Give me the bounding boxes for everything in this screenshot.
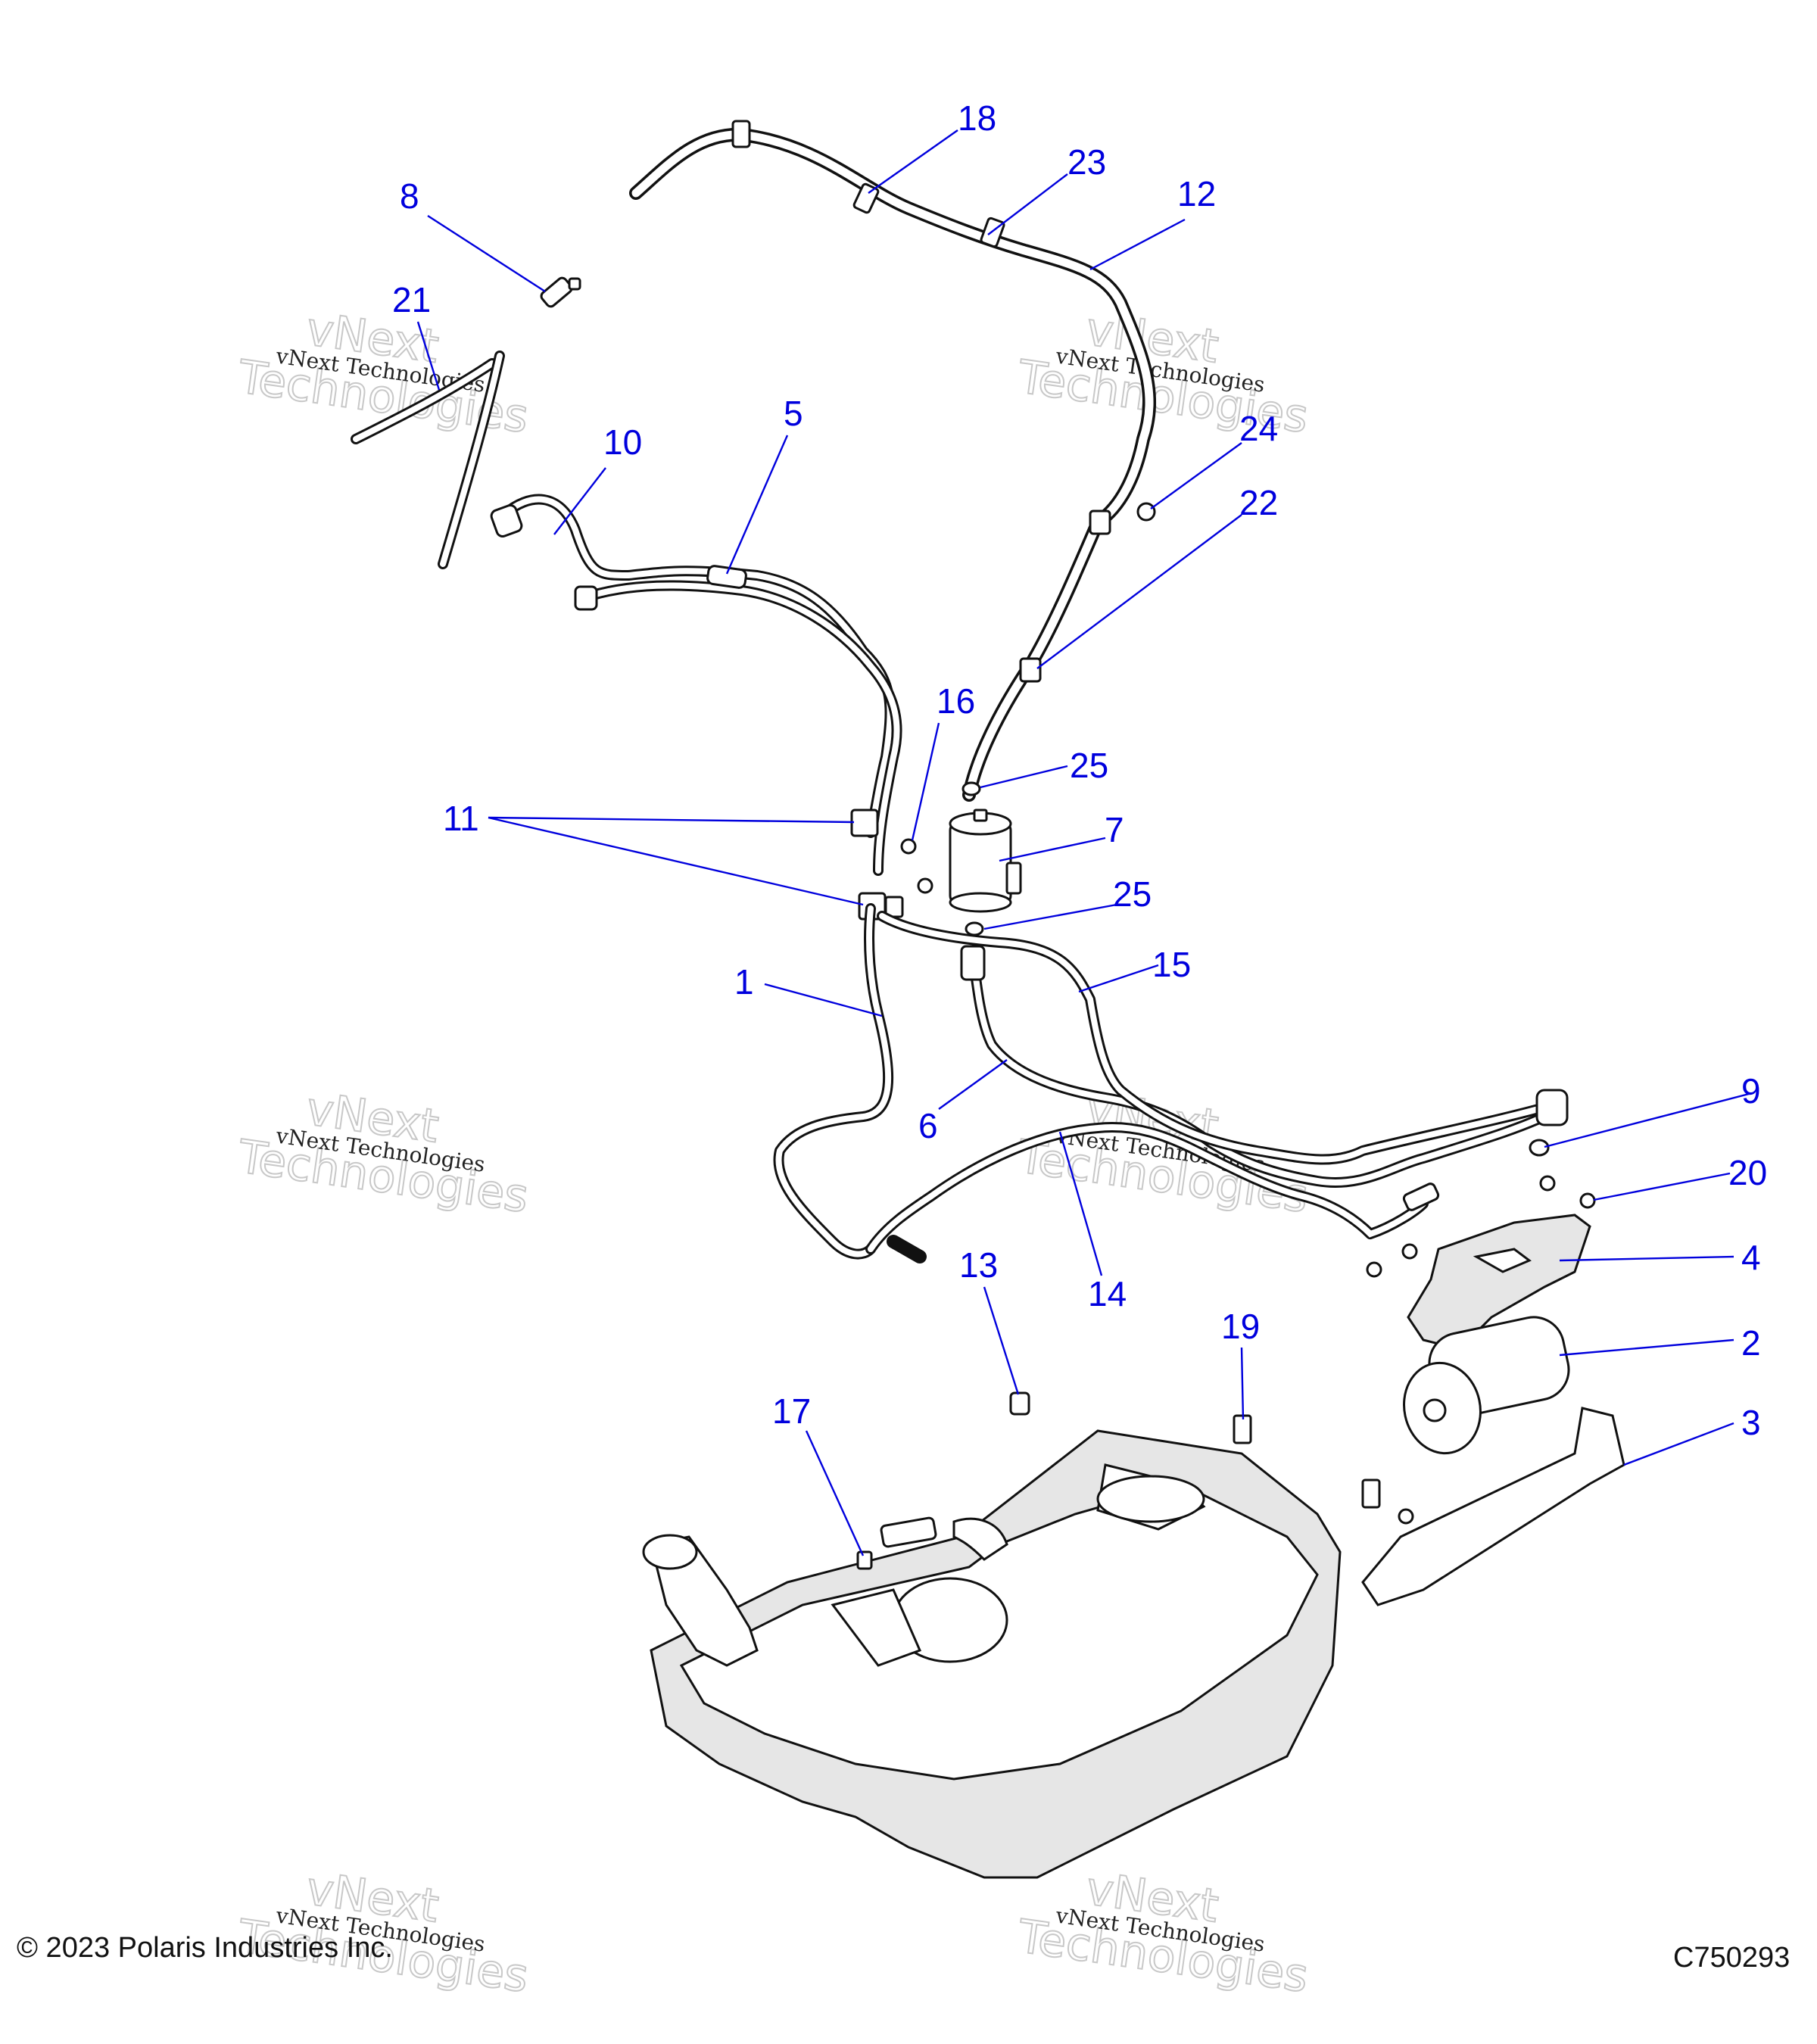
leader-line-6 bbox=[938, 1059, 1008, 1110]
filler-neck bbox=[642, 1534, 759, 1667]
connector-8 bbox=[540, 276, 581, 308]
leader-line-9 bbox=[1544, 1092, 1750, 1148]
leader-line-15 bbox=[1078, 964, 1159, 993]
leader-line-24 bbox=[1150, 442, 1242, 509]
vent-tube-21 bbox=[351, 351, 505, 569]
callout-23: 23 bbox=[1067, 142, 1106, 182]
leader-lines bbox=[416, 129, 1750, 1556]
hose-clamp-22 bbox=[1019, 657, 1042, 683]
leader-line-17 bbox=[805, 1430, 865, 1556]
leader-line-23 bbox=[987, 173, 1068, 235]
leader-line-7 bbox=[999, 837, 1106, 862]
clamp-17 bbox=[856, 1550, 873, 1570]
callout-22: 22 bbox=[1239, 483, 1278, 522]
leader-line-14 bbox=[1058, 1131, 1103, 1276]
bracket-3 bbox=[1361, 1407, 1625, 1606]
callout-10: 10 bbox=[603, 422, 642, 462]
callout-17: 17 bbox=[772, 1391, 811, 1431]
leader-line-25-top bbox=[980, 765, 1068, 789]
leader-line-5 bbox=[725, 435, 789, 575]
callout-12: 12 bbox=[1177, 174, 1216, 213]
leader-line-10 bbox=[553, 467, 606, 535]
callout-6: 6 bbox=[918, 1106, 938, 1145]
callout-labels: 18 23 12 8 21 10 5 24 22 16 25 7 11 25 1… bbox=[392, 98, 1767, 1442]
fuel-line-1 bbox=[773, 903, 894, 1260]
callout-1: 1 bbox=[734, 962, 754, 1002]
callout-25-bottom: 25 bbox=[1113, 874, 1152, 914]
leader-line-20 bbox=[1593, 1172, 1731, 1201]
callout-24: 24 bbox=[1239, 409, 1278, 448]
leader-line-21 bbox=[416, 321, 441, 391]
hose-clamp-25-top bbox=[961, 781, 981, 796]
fuel-filter-2 bbox=[1403, 1316, 1570, 1455]
callout-9: 9 bbox=[1741, 1071, 1761, 1111]
fuel-line-14 bbox=[865, 1122, 1429, 1263]
leader-line-4 bbox=[1559, 1255, 1734, 1262]
leader-line-11b bbox=[488, 816, 864, 906]
leader-line-2 bbox=[1559, 1338, 1734, 1357]
callout-13: 13 bbox=[959, 1245, 998, 1285]
leader-line-12 bbox=[1089, 218, 1186, 271]
hose-clamp-24 bbox=[1089, 502, 1156, 535]
callout-2: 2 bbox=[1741, 1323, 1761, 1363]
callout-14: 14 bbox=[1088, 1274, 1127, 1313]
callout-7: 7 bbox=[1105, 810, 1124, 849]
leader-line-19 bbox=[1240, 1347, 1245, 1420]
leader-line-22 bbox=[1036, 514, 1242, 669]
callout-11: 11 bbox=[443, 799, 479, 838]
leader-line-8 bbox=[427, 214, 546, 293]
screw-20 bbox=[1366, 1175, 1596, 1525]
fuel-line-10 bbox=[490, 494, 896, 838]
callout-15: 15 bbox=[1152, 945, 1191, 984]
callout-21: 21 bbox=[392, 280, 431, 319]
callout-20: 20 bbox=[1728, 1153, 1767, 1192]
fuel-line-5 bbox=[574, 565, 902, 876]
cap-9 bbox=[1529, 1139, 1550, 1157]
clip-19 bbox=[1233, 1414, 1381, 1509]
callout-8: 8 bbox=[400, 176, 419, 216]
hose-clamp-25-bottom bbox=[965, 921, 984, 936]
leader-line-13 bbox=[983, 1286, 1020, 1395]
clip-13 bbox=[1009, 1391, 1030, 1416]
leader-line-11a bbox=[488, 816, 855, 824]
callout-19: 19 bbox=[1221, 1307, 1260, 1346]
figure-id: C750293 bbox=[1673, 1942, 1791, 1974]
bracket-4 bbox=[1407, 1214, 1591, 1349]
callout-3: 3 bbox=[1741, 1403, 1761, 1442]
carbon-canister-7 bbox=[949, 809, 1022, 913]
leader-line-18 bbox=[868, 129, 958, 194]
leader-line-25-bottom bbox=[983, 903, 1117, 930]
callout-18: 18 bbox=[958, 98, 996, 138]
fuel-tank bbox=[650, 1429, 1342, 1879]
vent-hose-12 bbox=[629, 127, 1157, 802]
callout-4: 4 bbox=[1741, 1238, 1761, 1277]
leader-line-16 bbox=[911, 722, 940, 841]
leader-line-1 bbox=[764, 983, 883, 1017]
callout-16: 16 bbox=[937, 681, 975, 721]
callout-25-top: 25 bbox=[1070, 746, 1108, 785]
callout-5: 5 bbox=[784, 394, 803, 433]
screw-16 bbox=[900, 838, 933, 894]
copyright-notice: © 2023 Polaris Industries Inc. bbox=[17, 1932, 393, 1964]
leader-line-3 bbox=[1623, 1422, 1734, 1466]
vent-line-15 bbox=[877, 911, 1569, 1211]
